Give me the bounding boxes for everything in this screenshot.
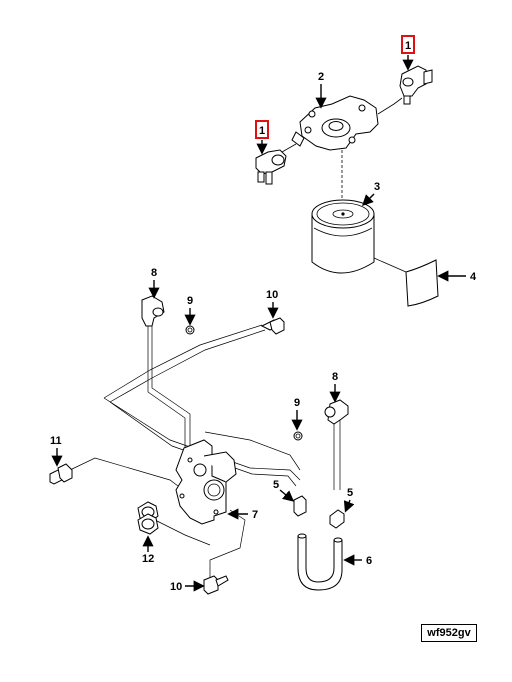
callout-6-label: 6 (366, 555, 372, 567)
elbow-fitting-part-8-right (324, 399, 349, 425)
callout-5-left-label: 5 (273, 479, 279, 491)
bolt-part-10-upper (260, 317, 285, 335)
fitting-part-1-lower (255, 149, 287, 185)
callout-8-left: 8 (148, 267, 160, 299)
mounting-bracket-part-7 (175, 439, 237, 525)
o-ring-part-9-right (293, 431, 303, 441)
callout-9-left-label: 9 (187, 295, 193, 307)
callout-1-upper-label: 1 (405, 40, 411, 52)
callout-1-lower-label: 1 (259, 125, 265, 137)
u-hose-part-6 (297, 533, 343, 591)
callout-8-left-label: 8 (151, 267, 157, 279)
bleed-screw-part-11 (49, 463, 73, 485)
callout-9-right-label: 9 (294, 397, 300, 409)
callout-8-right-label: 8 (332, 371, 338, 383)
filter-band-part-4 (373, 257, 439, 307)
callout-11: 11 (50, 435, 63, 467)
callout-8-right: 8 (329, 371, 341, 403)
hose-clamp-part-5-right (329, 509, 345, 529)
elbow-fitting-part-8-left (141, 295, 165, 327)
callout-7: 7 (227, 508, 258, 521)
callout-4-label: 4 (470, 271, 477, 283)
highlight-box-lower (255, 120, 269, 139)
fitting-part-1-upper (399, 65, 433, 105)
callout-4: 4 (437, 270, 477, 283)
highlight-box-upper (401, 35, 415, 54)
callout-10-lower: 10 (170, 580, 205, 593)
o-ring-part-9-left (185, 325, 195, 335)
callout-12: 12 (142, 535, 154, 565)
figure-id-label: wf952gv (421, 624, 477, 642)
callout-1-lower: 1 (255, 120, 269, 155)
callout-2: 2 (315, 71, 327, 109)
callout-5-left: 5 (273, 479, 295, 502)
hose-clamp-part-5-left (293, 495, 307, 517)
clip-part-12 (137, 501, 159, 535)
hose-routing (69, 150, 343, 580)
callout-11-label: 11 (50, 435, 62, 447)
callout-5-right: 5 (343, 487, 355, 513)
callout-10-upper-label: 10 (266, 289, 278, 301)
callout-10-upper: 10 (266, 289, 279, 319)
callout-2-label: 2 (318, 71, 324, 83)
filter-head-part-2 (281, 95, 403, 153)
fuel-filter-part-3 (311, 199, 375, 274)
callout-9-right: 9 (291, 397, 303, 431)
callout-7-label: 7 (252, 509, 258, 521)
callout-9-left: 9 (184, 295, 196, 326)
callout-12-label: 12 (142, 553, 154, 565)
callout-1-upper: 1 (401, 35, 415, 71)
callout-10-lower-label: 10 (170, 581, 182, 593)
callout-6: 6 (343, 554, 372, 567)
callout-3-label: 3 (374, 181, 380, 193)
bolt-part-10-lower (203, 575, 229, 595)
callout-5-right-label: 5 (347, 487, 353, 499)
callout-3: 3 (362, 181, 380, 206)
